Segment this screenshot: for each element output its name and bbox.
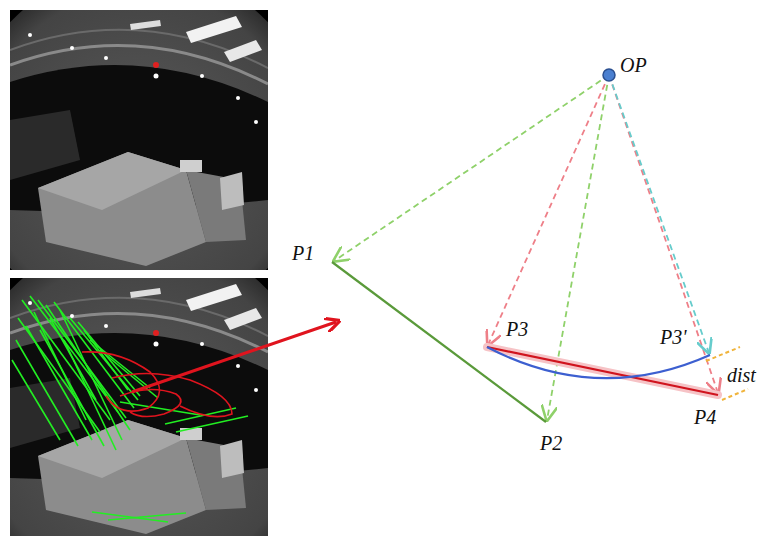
- line-segment: [34, 312, 86, 420]
- curve: [487, 347, 710, 378]
- scene: [10, 10, 268, 270]
- point-label: P3': [660, 326, 687, 348]
- line-segment: [108, 513, 186, 520]
- distance-label: dist: [727, 364, 756, 386]
- glow: [487, 347, 718, 395]
- point-label: P3: [506, 318, 528, 340]
- fisheye-photo: [10, 278, 268, 536]
- point-label: P1: [292, 242, 314, 264]
- pointer-arrow: [132, 322, 336, 392]
- ray: [488, 75, 609, 345]
- line-segment: [92, 512, 168, 522]
- optical-center: [603, 69, 615, 81]
- detected-lines: [12, 296, 248, 522]
- curve: [120, 389, 181, 416]
- line-segment: [90, 340, 150, 388]
- line-segment: [176, 416, 248, 432]
- ray: [609, 75, 709, 353]
- line-segment: [84, 330, 128, 390]
- line-segment: [40, 330, 104, 446]
- ray: [609, 75, 718, 393]
- curve: [82, 352, 160, 411]
- line-segment: [16, 340, 78, 446]
- line-segment: [332, 262, 546, 422]
- tick: [706, 347, 740, 361]
- line-segment: [54, 302, 134, 408]
- projection-rays: [334, 75, 718, 420]
- line-segment: [12, 360, 60, 440]
- point-label: P4: [694, 406, 716, 428]
- scene: [10, 278, 268, 536]
- point-label: OP: [620, 54, 647, 76]
- tick: [722, 389, 748, 400]
- line-segment: [487, 347, 718, 395]
- fisheye-photo: [10, 10, 268, 270]
- line-segment: [26, 326, 92, 440]
- point-label: P2: [540, 432, 562, 454]
- curve: [112, 373, 232, 416]
